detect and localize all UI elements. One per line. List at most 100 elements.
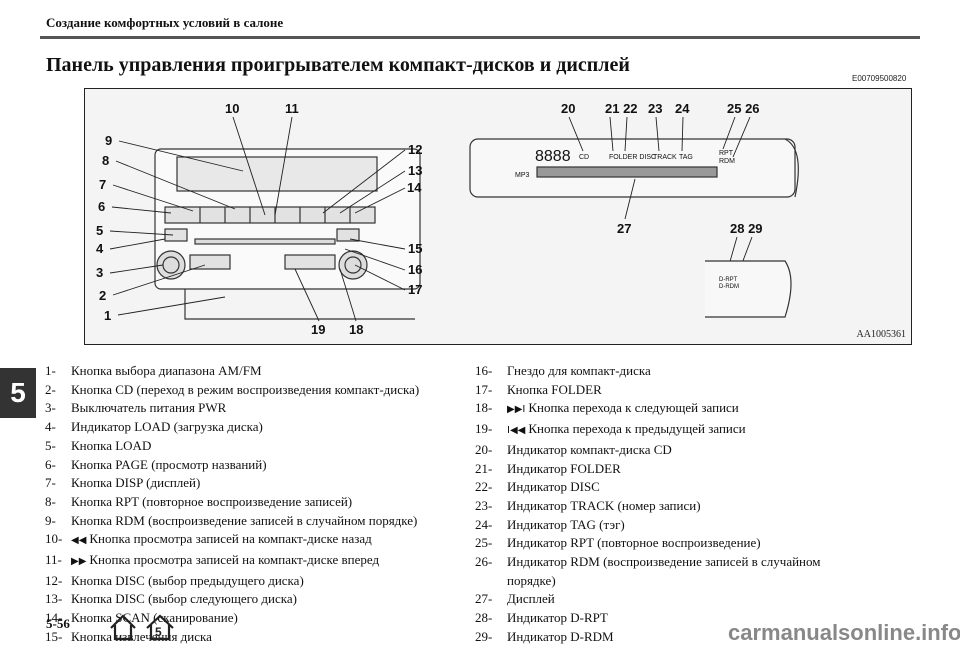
legend-number: 16- xyxy=(475,363,493,378)
legend-number: 7- xyxy=(45,475,56,491)
legend-list-right: 16- Гнездо для компакт-диска 17-Кнопка FOL… xyxy=(475,362,821,647)
power-knob xyxy=(156,250,186,280)
callout-6: 6 xyxy=(98,199,105,214)
legend-text: Индикатор TRACK (номер записи) xyxy=(507,497,701,513)
callout-11: 11 xyxy=(285,101,299,116)
callout-10: 10 xyxy=(225,101,239,116)
watermark: carmanualsonline.info xyxy=(728,620,960,645)
legend-number: 4- xyxy=(45,419,56,435)
callout-27: 27 xyxy=(617,221,631,236)
display-callouts: 20 21 22 23 24 25 26 27 28 29 xyxy=(561,101,763,236)
legend-text: Индикатор RDM (воспроизведение записей в… xyxy=(507,554,821,570)
callout-7: 7 xyxy=(99,177,106,192)
legend-number: 25- xyxy=(475,535,493,551)
callout-12: 12 xyxy=(408,142,422,157)
legend-text: Кнопка перехода к следующей записи xyxy=(528,400,739,416)
callout-8: 8 xyxy=(102,153,109,168)
legend-text: Кнопка просмотра записей на компакт-диск… xyxy=(89,552,380,568)
legend-number: 27- xyxy=(475,591,493,607)
legend-item: 27-Дисплей xyxy=(475,590,821,609)
legend-item: 19- I◀◀Кнопка перехода к предыдущей запис… xyxy=(475,420,821,441)
legend-item: 26- Индикатор RDM (воспроизведение записе… xyxy=(475,553,821,572)
legend-item: 16- Гнездо для компакт-диска xyxy=(475,362,821,381)
display-mp3: MP3 xyxy=(515,172,530,179)
page-title: Панель управления проигрывателем компакт… xyxy=(46,54,630,76)
chapter-home-icon[interactable]: 5 xyxy=(144,612,176,647)
legend-number: 23- xyxy=(475,497,493,513)
callout-24: 24 xyxy=(675,101,690,116)
legend-text: Кнопка извлечения диска xyxy=(71,628,212,644)
legend-number: 1- xyxy=(45,363,56,378)
callout-18: 18 xyxy=(349,322,363,337)
legend-number: 14- xyxy=(45,610,63,626)
radio-callouts: 9 8 7 6 5 4 3 2 1 10 11 12 13 14 15 16 1… xyxy=(96,101,422,337)
legend-number: 22- xyxy=(475,479,493,495)
legend-number: 6- xyxy=(45,456,56,472)
legend-item: 17-Кнопка FOLDER xyxy=(475,381,821,400)
legend-text: порядке) xyxy=(507,572,556,588)
display-bar-segments xyxy=(536,166,718,178)
callout-16: 16 xyxy=(408,262,422,277)
legend-item: порядке) xyxy=(475,572,821,591)
legend-number: 19- xyxy=(475,421,493,437)
section-header: Создание комфортных условий в салоне xyxy=(46,15,284,30)
legend-item: 25- Индикатор RPT (повторное воспроизведе… xyxy=(475,534,821,553)
legend-item: 1- Кнопка выбора диапазона AM/FM xyxy=(45,362,419,381)
legend-item: 4-Индикатор LOAD (загрузка диска) xyxy=(45,418,419,437)
legend-number: 5- xyxy=(45,437,56,453)
legend-number: 20- xyxy=(475,441,493,457)
header-rule xyxy=(40,36,920,39)
legend-item: 3- Выключатель питания PWR xyxy=(45,399,419,418)
display-cd: CD xyxy=(579,154,589,161)
legend-item: 7-Кнопка DISP (дисплей) xyxy=(45,474,419,493)
callout-23: 23 xyxy=(648,101,662,116)
legend-text: Кнопка перехода к предыдущей записи xyxy=(528,421,746,437)
display-drpt: D-RPT xyxy=(719,277,738,283)
legend-text: Кнопка RDM (воспроизведение записей в сл… xyxy=(71,512,418,528)
display-labels: 8888 MP3 CD FOLDER DISC TRACK TAG RPT RD… xyxy=(515,148,735,179)
legend-number: 29- xyxy=(475,628,493,644)
chapter-icon-number: 5 xyxy=(155,625,162,639)
tune-knob xyxy=(338,250,368,280)
figure-code: AA1005361 xyxy=(856,329,906,340)
legend-number: 26- xyxy=(475,554,493,570)
legend-number: 21- xyxy=(475,460,493,476)
legend-text: Гнездо для компакт-диска xyxy=(507,363,651,378)
radio-panel-figure: 9 8 7 6 5 4 3 2 1 10 11 12 13 14 15 16 1… xyxy=(84,88,912,345)
home-icon[interactable] xyxy=(108,612,138,647)
legend-item: 11-▶▶Кнопка просмотра записей на компакт… xyxy=(45,551,419,572)
cd-slot xyxy=(194,238,336,245)
legend-item: 8-Кнопка RPT (повторное воспроизведение … xyxy=(45,493,419,512)
legend-item: 9- Кнопка RDM (воспроизведение записей в … xyxy=(45,512,419,531)
page-number: 5-56 xyxy=(46,616,70,631)
legend-text: Кнопка выбора диапазона AM/FM xyxy=(71,363,262,378)
legend-text: Кнопка DISC (выбор следующего диска) xyxy=(71,591,297,607)
legend-text: Индикатор D-RPT xyxy=(507,610,608,626)
button-glyph-icon: I◀◀ xyxy=(507,425,526,437)
legend-number: 9- xyxy=(45,512,56,528)
legend-number: 13- xyxy=(45,591,63,607)
callout-3: 3 xyxy=(96,265,103,280)
legend-item: 5-Кнопка LOAD xyxy=(45,437,419,456)
page-code: E00709500820 xyxy=(852,74,907,83)
legend-text: Выключатель питания PWR xyxy=(71,400,227,416)
legend-text: Кнопка PAGE (просмотр названий) xyxy=(71,456,267,472)
callout-20: 20 xyxy=(561,101,575,116)
legend-number: 8- xyxy=(45,493,56,509)
button-glyph-icon: ◀◀ xyxy=(71,535,87,547)
legend-item: 22-Индикатор DISC xyxy=(475,478,821,497)
legend-text: Кнопка DISC (выбор предыдущего диска) xyxy=(71,572,304,588)
legend-number: 3- xyxy=(45,400,56,416)
legend-number: 15- xyxy=(45,628,63,644)
legend-item: 13- Кнопка DISC (выбор следующего диска) xyxy=(45,590,419,609)
callout-14: 14 xyxy=(407,180,422,195)
chapter-tab: 5 xyxy=(0,368,36,418)
callout-25-26: 25 26 xyxy=(727,101,760,116)
legend-item: 6- Кнопка PAGE (просмотр названий) xyxy=(45,456,419,475)
legend-text: Индикатор TAG (тэг) xyxy=(507,516,625,532)
legend-text: Индикатор RPT (повторное воспроизведение… xyxy=(507,535,761,551)
legend-number: 2- xyxy=(45,381,56,397)
callout-15: 15 xyxy=(408,241,422,256)
legend-number: 17- xyxy=(475,381,493,397)
